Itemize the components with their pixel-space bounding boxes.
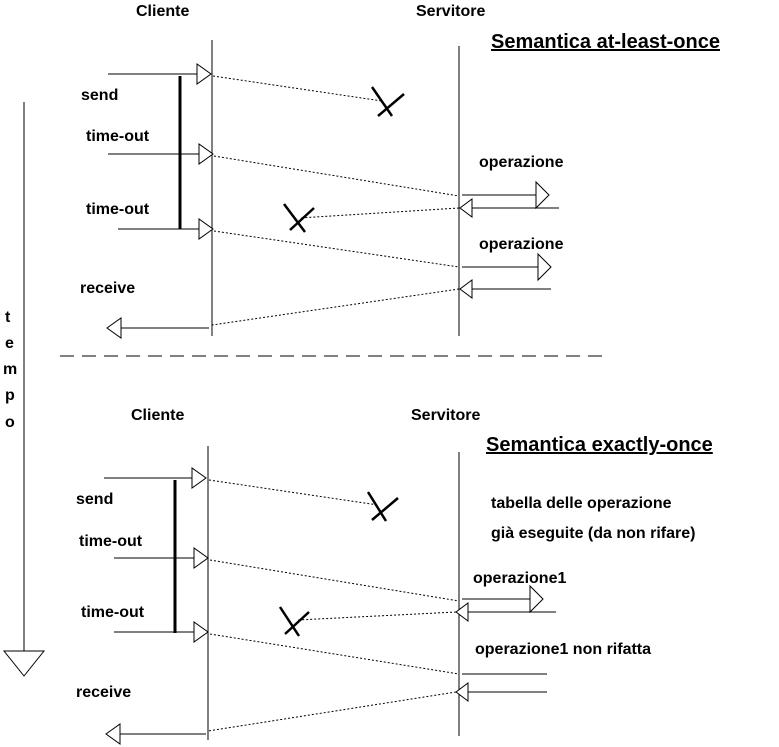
timeout2-arrowhead bbox=[193, 621, 209, 643]
receive-arrowhead bbox=[106, 317, 122, 339]
reply2-arrowhead bbox=[459, 279, 473, 299]
operation1-label: operazione1 bbox=[473, 570, 566, 587]
retry2-request-message bbox=[209, 633, 460, 675]
timeout2-label: time-out bbox=[86, 201, 150, 218]
lost-reply-message bbox=[297, 611, 457, 621]
time-axis-arrowhead bbox=[2, 650, 46, 677]
lost-request-message bbox=[212, 75, 383, 102]
operation2-label: operazione bbox=[479, 236, 564, 253]
message-lost-cross-icon bbox=[366, 491, 399, 522]
time-axis-letter-o: o bbox=[5, 414, 15, 431]
send-arrowhead bbox=[196, 63, 212, 85]
reply-lost-cross-icon bbox=[283, 203, 315, 233]
operation1-arrowhead bbox=[529, 584, 544, 614]
send-label: send bbox=[81, 87, 118, 104]
server-label: Servitore bbox=[416, 3, 485, 20]
time-axis-letter-e: e bbox=[5, 335, 14, 352]
operations-table-label-line1: tabella delle operazione bbox=[491, 495, 672, 512]
server-label: Servitore bbox=[411, 407, 480, 424]
time-axis: t e m p o bbox=[2, 102, 46, 677]
section-title: Semantica at-least-once bbox=[491, 31, 720, 53]
operation1-label: operazione bbox=[479, 154, 564, 171]
operation2-arrowhead bbox=[537, 252, 552, 282]
time-axis-letter-p: p bbox=[5, 387, 15, 404]
retry1-request-message bbox=[209, 559, 460, 602]
message-lost-cross-icon bbox=[370, 86, 405, 117]
lost-reply-message bbox=[299, 207, 460, 219]
time-axis-letter-t: t bbox=[5, 309, 11, 326]
timeout1-arrowhead bbox=[193, 547, 209, 569]
receive-label: receive bbox=[80, 280, 135, 297]
retry2-request-message bbox=[213, 230, 460, 268]
exactly-once-section: Cliente Servitore Semantica exactly-once… bbox=[76, 407, 713, 745]
receive-label: receive bbox=[76, 684, 131, 701]
operation2-label: operazione1 non rifatta bbox=[475, 641, 651, 658]
timeout2-label: time-out bbox=[81, 604, 145, 621]
operation1-arrowhead bbox=[535, 180, 550, 210]
reply-lost-cross-icon bbox=[278, 606, 310, 637]
timeout1-label: time-out bbox=[79, 533, 143, 550]
client-label: Cliente bbox=[131, 407, 184, 424]
timeout1-arrowhead bbox=[198, 143, 214, 165]
timeout2-arrowhead bbox=[198, 218, 214, 240]
send-label: send bbox=[76, 491, 113, 508]
client-label: Cliente bbox=[136, 3, 189, 20]
reply1-arrowhead bbox=[455, 602, 469, 622]
send-arrowhead bbox=[191, 467, 207, 489]
section-title: Semantica exactly-once bbox=[486, 434, 713, 456]
reply1-arrowhead bbox=[459, 198, 473, 218]
reply-message bbox=[211, 288, 460, 326]
time-axis-letter-m: m bbox=[3, 361, 17, 378]
lost-request-message bbox=[208, 479, 379, 506]
at-least-once-section: Cliente Servitore Semantica at-least-onc… bbox=[80, 3, 720, 339]
operations-table-label-line2: già eseguite (da non rifare) bbox=[491, 525, 695, 542]
reply2-arrowhead bbox=[455, 682, 469, 702]
retry1-request-message bbox=[213, 155, 460, 197]
receive-arrowhead bbox=[105, 723, 121, 745]
timeout1-label: time-out bbox=[86, 128, 150, 145]
reply-message bbox=[207, 691, 457, 732]
